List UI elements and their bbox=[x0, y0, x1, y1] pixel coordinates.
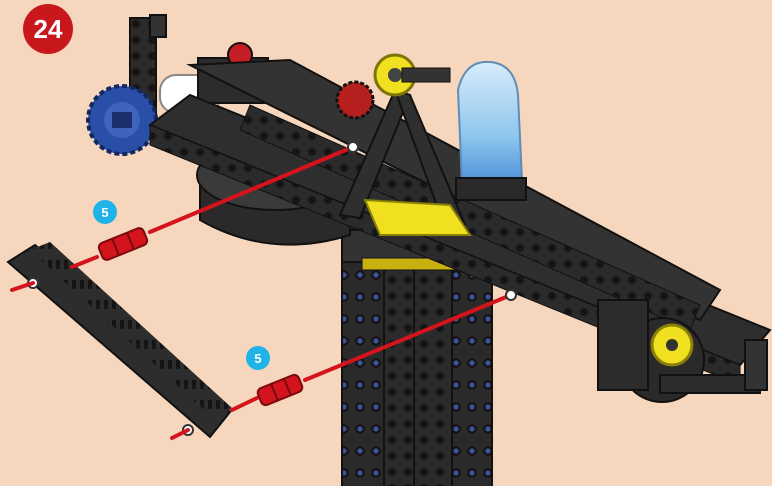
axle-pin-upper bbox=[97, 227, 148, 262]
axle-pin-lower bbox=[256, 373, 304, 406]
blue-gear bbox=[88, 86, 156, 154]
step-number-badge: 24 bbox=[23, 4, 73, 54]
rack-beam bbox=[8, 242, 232, 437]
boom-hole-upper bbox=[348, 142, 358, 152]
tower-inner-beam bbox=[414, 235, 452, 486]
boom-hole-lower bbox=[506, 290, 516, 300]
tower-mid-beam bbox=[384, 235, 414, 486]
quantity-badge-lower: 5 bbox=[246, 346, 270, 370]
quantity-badge-upper: 5 bbox=[93, 200, 117, 224]
warning-light bbox=[456, 62, 526, 200]
